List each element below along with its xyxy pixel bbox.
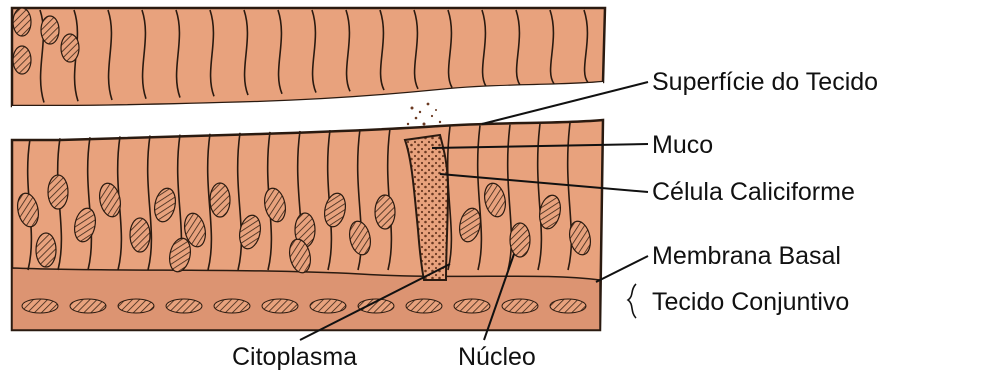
nucleus-shape — [13, 46, 31, 74]
nucleus-shape — [130, 218, 150, 252]
connective-nucleus-shape — [118, 299, 154, 313]
nucleus-shape — [375, 195, 395, 229]
nucleus-shape — [36, 233, 56, 267]
nucleus-shape — [61, 34, 79, 62]
connective-nucleus-shape — [406, 299, 442, 313]
connective-tissue — [12, 268, 600, 330]
label-nucleus: Núcleo — [458, 343, 536, 371]
connective-nucleus-shape — [214, 299, 250, 313]
nucleus-shape — [510, 223, 530, 257]
connective-nucleus-shape — [166, 299, 202, 313]
connective-nucleus-shape — [310, 299, 346, 313]
label-cytoplasm: Citoplasma — [232, 343, 357, 371]
connective-nucleus-shape — [262, 299, 298, 313]
connective-brace — [628, 284, 636, 318]
connective-nucleus-shape — [454, 299, 490, 313]
nucleus-shape — [210, 183, 230, 217]
nucleus-shape — [13, 8, 31, 36]
label-basal-membrane: Membrana Basal — [652, 242, 841, 270]
connective-nucleus-shape — [70, 299, 106, 313]
basal-leader-line — [596, 256, 648, 282]
label-mucus: Muco — [652, 131, 713, 159]
connective-nucleus-shape — [502, 299, 538, 313]
connective-nucleus-shape — [550, 299, 586, 313]
connective-nucleus-shape — [22, 299, 58, 313]
label-connective-tissue: Tecido Conjuntivo — [652, 288, 849, 316]
nucleus-shape — [48, 175, 68, 209]
label-goblet-cell: Célula Caliciforme — [652, 178, 855, 206]
label-surface: Superfície do Tecido — [652, 68, 878, 96]
nucleus-shape — [41, 16, 59, 44]
